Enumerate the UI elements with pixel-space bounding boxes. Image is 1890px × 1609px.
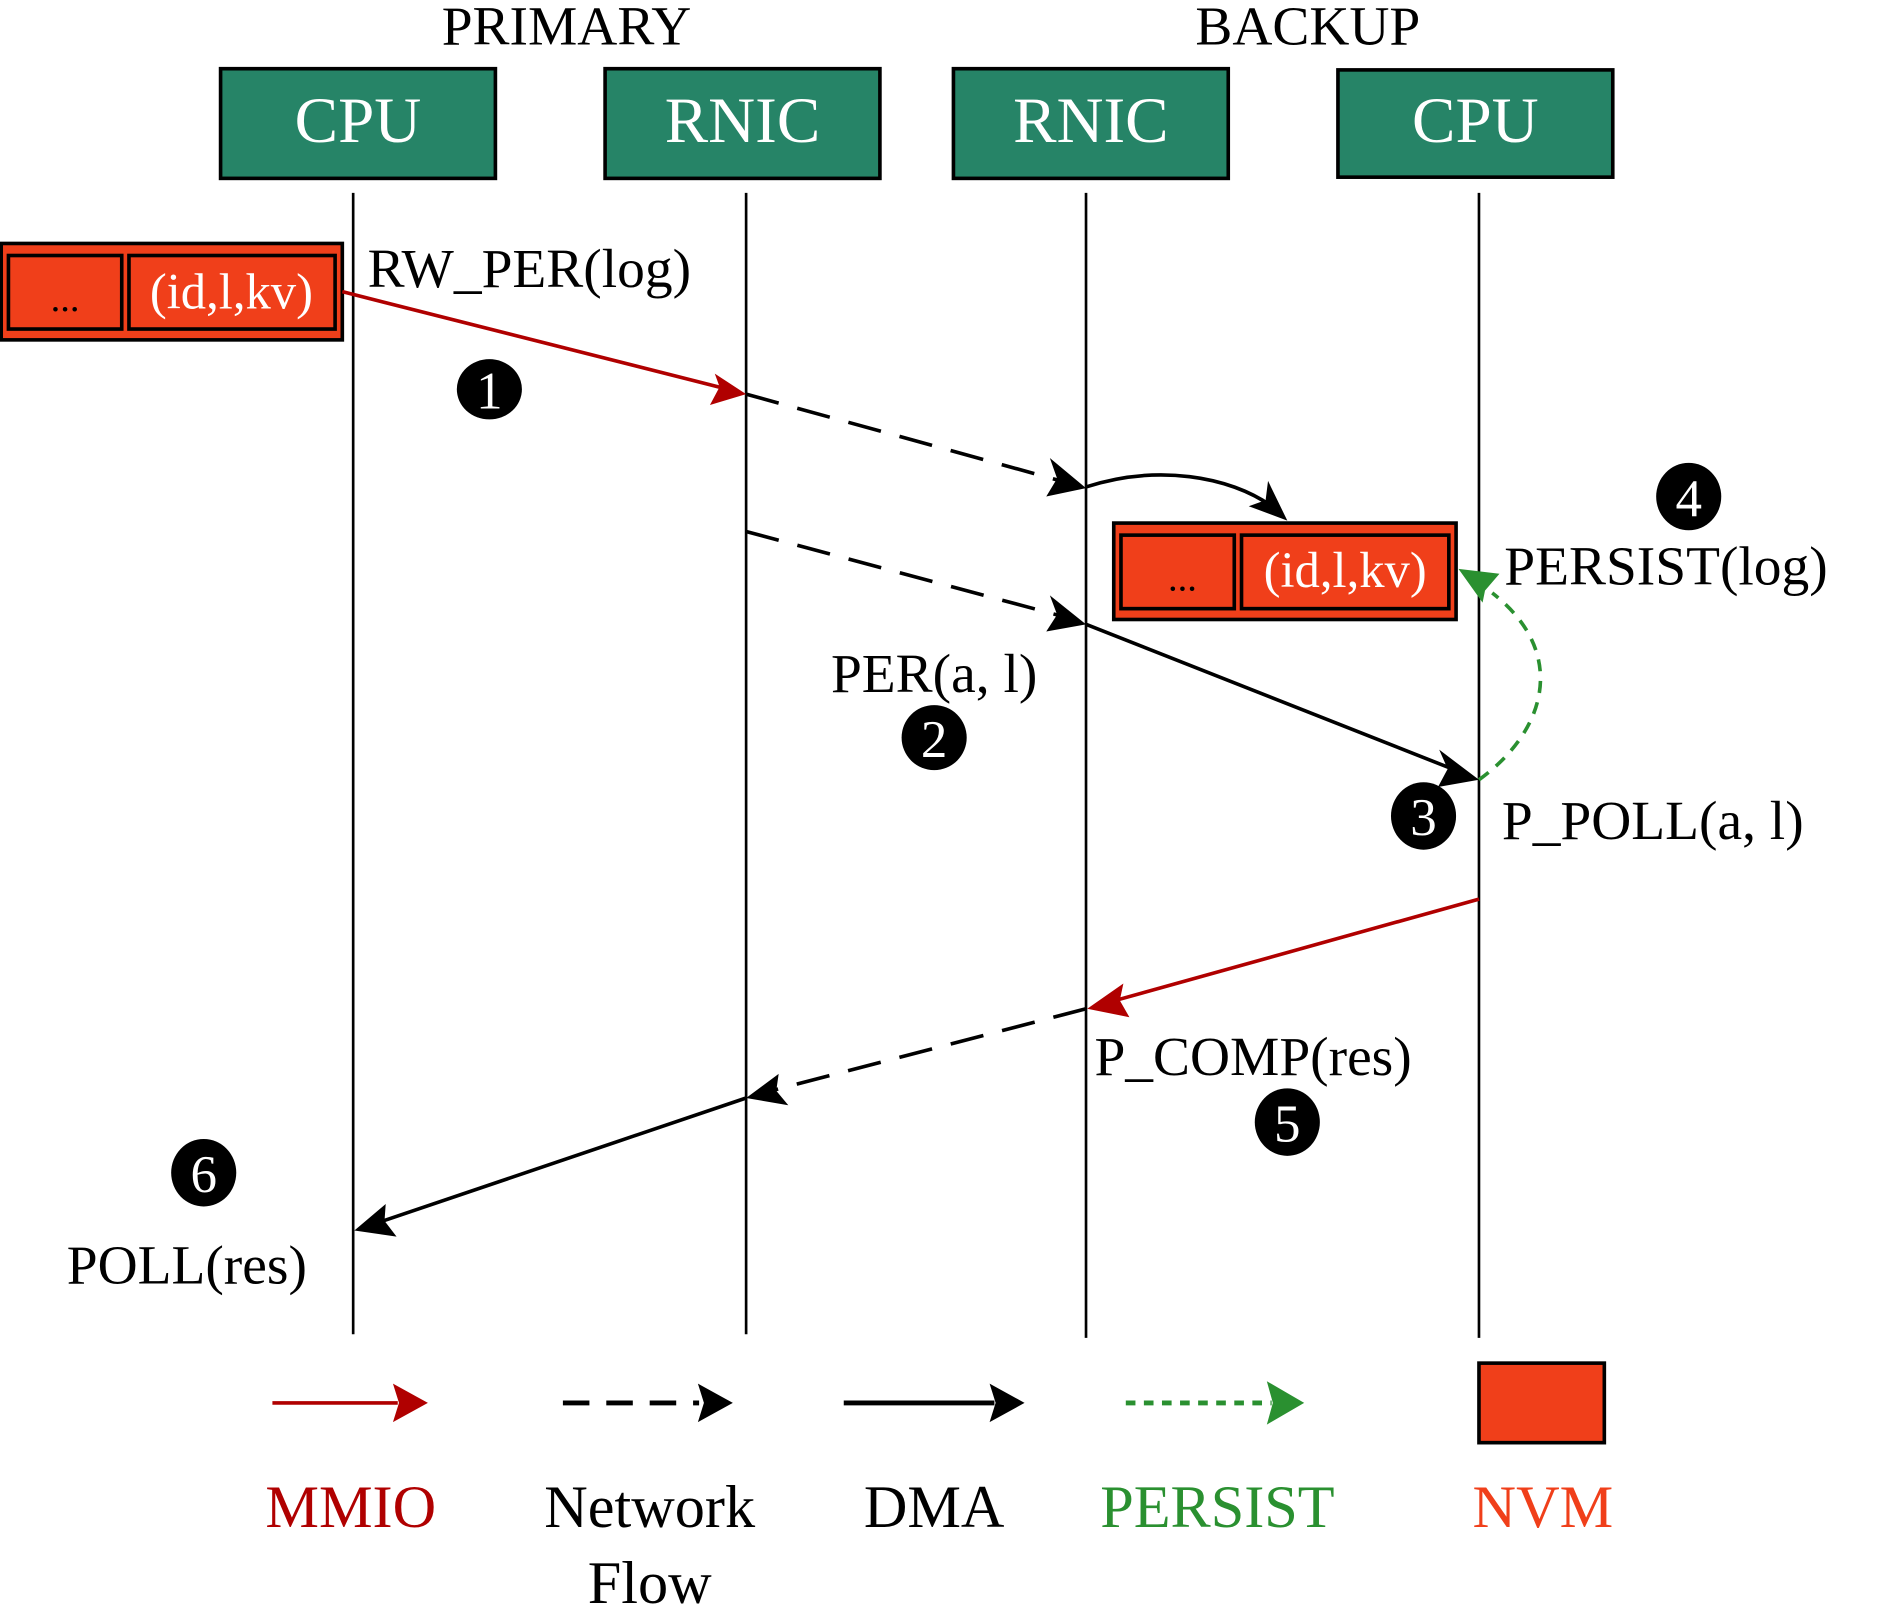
- node-backup-cpu: CPU: [1336, 68, 1615, 179]
- label-per: PER(a, l): [831, 643, 1037, 704]
- backup-nvm-log: ... (id,l,kv): [1111, 521, 1458, 622]
- legend-label-dma: DMA: [864, 1474, 1005, 1541]
- legend: MMIO Network Flow DMA PERSIST NVM: [265, 1361, 1614, 1609]
- legend-network-flow: Network Flow: [544, 1383, 756, 1609]
- node-primary-rnic: RNIC: [603, 66, 882, 181]
- legend-label-nvm: NVM: [1473, 1474, 1614, 1541]
- svg-text:2: 2: [921, 711, 948, 769]
- svg-text:5: 5: [1274, 1095, 1301, 1153]
- svg-text:1: 1: [476, 363, 503, 421]
- legend-mmio: MMIO: [265, 1383, 436, 1541]
- primary-group-label: PRIMARY: [442, 0, 692, 57]
- legend-label-flow: Flow: [588, 1550, 712, 1609]
- step-2-badge: 2: [901, 705, 967, 771]
- label-p-poll: P_POLL(a, l): [1502, 790, 1804, 851]
- arrow-network-log: [745, 392, 1087, 497]
- legend-label-mmio: MMIO: [265, 1474, 436, 1541]
- log-entry: (id,l,kv): [150, 264, 313, 320]
- label-persist: PERSIST(log): [1504, 536, 1827, 597]
- arrow-dma-per: [1085, 622, 1479, 788]
- label-poll: POLL(res): [67, 1235, 307, 1296]
- log-ellipsis: ...: [1168, 558, 1197, 600]
- arrow-dma-to-nvm: [1085, 473, 1288, 521]
- legend-dma: DMA: [843, 1383, 1025, 1541]
- node-label: RNIC: [665, 85, 820, 157]
- node-label: RNIC: [1013, 85, 1168, 157]
- node-primary-cpu: CPU: [218, 66, 498, 181]
- arrow-persist: [1458, 568, 1543, 782]
- log-ellipsis: ...: [51, 278, 80, 320]
- step-4-badge: 4: [1656, 462, 1722, 531]
- legend-nvm: NVM: [1473, 1361, 1614, 1541]
- node-label: CPU: [295, 85, 422, 157]
- node-backup-rnic: RNIC: [951, 66, 1231, 181]
- label-p-comp: P_COMP(res): [1094, 1026, 1411, 1087]
- arrow-dma-poll: [354, 1096, 747, 1237]
- svg-text:6: 6: [190, 1146, 217, 1204]
- arrow-network-completion: [746, 1007, 1087, 1106]
- svg-text:4: 4: [1675, 470, 1702, 528]
- primary-nvm-log: ... (id,l,kv): [0, 241, 345, 342]
- backup-group-label: BACKUP: [1195, 0, 1420, 57]
- arrow-mmio-rw-per: [341, 289, 747, 405]
- step-1-badge: 1: [456, 359, 522, 421]
- node-label: CPU: [1412, 85, 1539, 157]
- arrow-network-per: [745, 529, 1087, 632]
- legend-persist: PERSIST: [1100, 1381, 1335, 1541]
- legend-label-network: Network: [544, 1474, 756, 1541]
- log-entry: (id,l,kv): [1264, 542, 1427, 598]
- arrow-mmio-p-comp: [1087, 897, 1480, 1018]
- svg-text:3: 3: [1410, 789, 1437, 847]
- step-3-badge: 3: [1390, 782, 1457, 850]
- step-5-badge: 5: [1254, 1088, 1320, 1156]
- legend-label-persist: PERSIST: [1100, 1474, 1334, 1541]
- step-6-badge: 6: [171, 1138, 237, 1207]
- label-rw-per: RW_PER(log): [368, 238, 691, 299]
